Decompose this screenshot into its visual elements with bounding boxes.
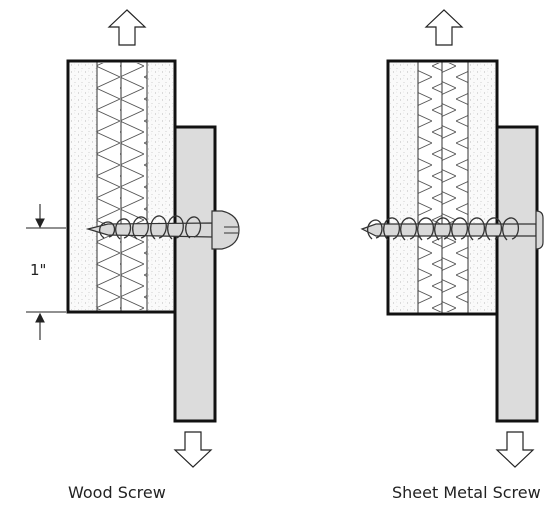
wood-screw-caption: Wood Screw bbox=[68, 483, 166, 502]
metal-plate bbox=[173, 125, 217, 423]
up-arrow-icon bbox=[107, 9, 147, 46]
dimension-marker bbox=[26, 204, 66, 340]
wood-block bbox=[386, 59, 499, 316]
wood-screw bbox=[85, 210, 240, 250]
wood-block bbox=[66, 59, 177, 314]
sheet-metal-screw-figure bbox=[360, 9, 544, 468]
up-arrow-icon bbox=[424, 9, 464, 46]
down-arrow-icon bbox=[495, 431, 535, 468]
metal-plate bbox=[495, 125, 539, 423]
down-arrow-icon bbox=[173, 431, 213, 468]
wood-screw-figure bbox=[26, 9, 240, 468]
sheet-metal-screw bbox=[360, 210, 544, 250]
sheet-metal-screw-caption: Sheet Metal Screw bbox=[392, 483, 541, 502]
dimension-label: 1" bbox=[30, 261, 47, 279]
